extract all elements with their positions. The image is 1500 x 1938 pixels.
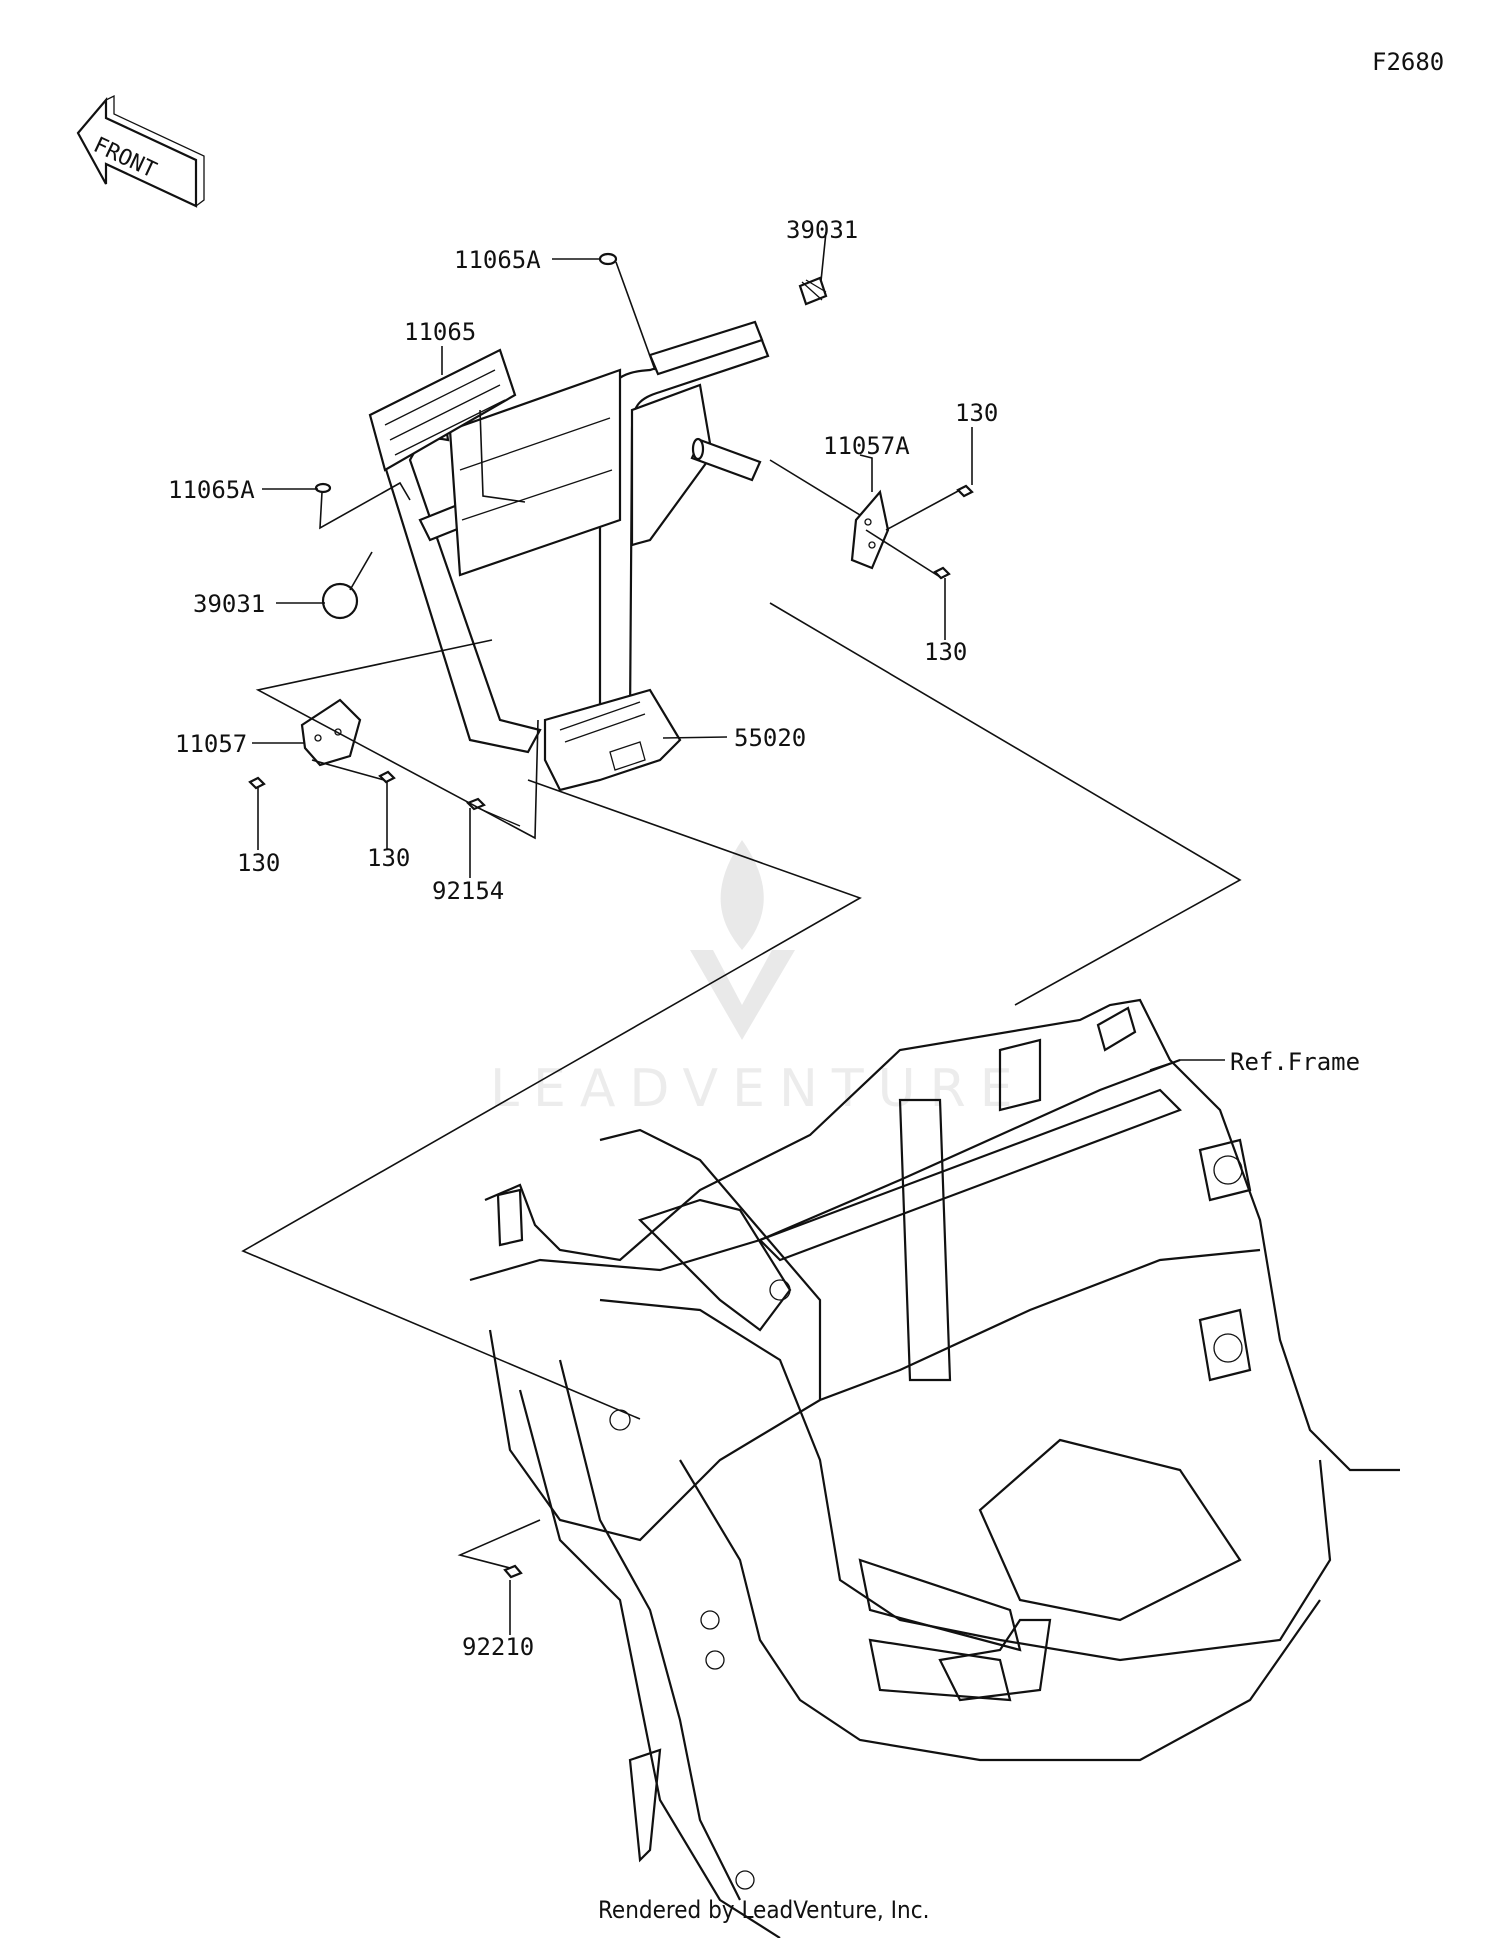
callout-39031-top: 39031 <box>786 216 858 244</box>
callout-130-d: 130 <box>367 844 410 872</box>
callout-ref-frame: Ref.Frame <box>1230 1048 1360 1076</box>
callout-11057A: 11057A <box>823 432 910 460</box>
watermark-text: LEADVENTURE <box>490 1059 1027 1119</box>
diagram-code: F2680 <box>1372 48 1444 76</box>
leader-lines-upper <box>241 231 1242 1420</box>
callout-55020: 55020 <box>734 724 806 752</box>
callout-11065: 11065 <box>404 318 476 346</box>
callout-92154: 92154 <box>432 877 504 905</box>
front-arrow-icon: FRONT <box>76 94 205 208</box>
callout-130-c: 130 <box>237 849 280 877</box>
callout-130-a: 130 <box>955 399 998 427</box>
callout-11065A-left: 11065A <box>168 476 255 504</box>
callout-92210: 92210 <box>462 1633 534 1661</box>
callout-labels: 11065A 39031 11065 11057A 130 11065A 390… <box>168 216 1360 1661</box>
callout-39031-left: 39031 <box>193 590 265 618</box>
callout-130-b: 130 <box>924 638 967 666</box>
callout-11065A-top: 11065A <box>454 246 541 274</box>
leader-lines-lower <box>457 1059 1225 1635</box>
vehicle-frame <box>469 998 1400 1938</box>
footer-credit: Rendered by LeadVenture, Inc. <box>598 1896 929 1924</box>
front-guard-assembly <box>248 252 974 827</box>
callout-11057: 11057 <box>175 730 247 758</box>
leadventure-watermark: LEADVENTURE <box>490 840 1027 1119</box>
